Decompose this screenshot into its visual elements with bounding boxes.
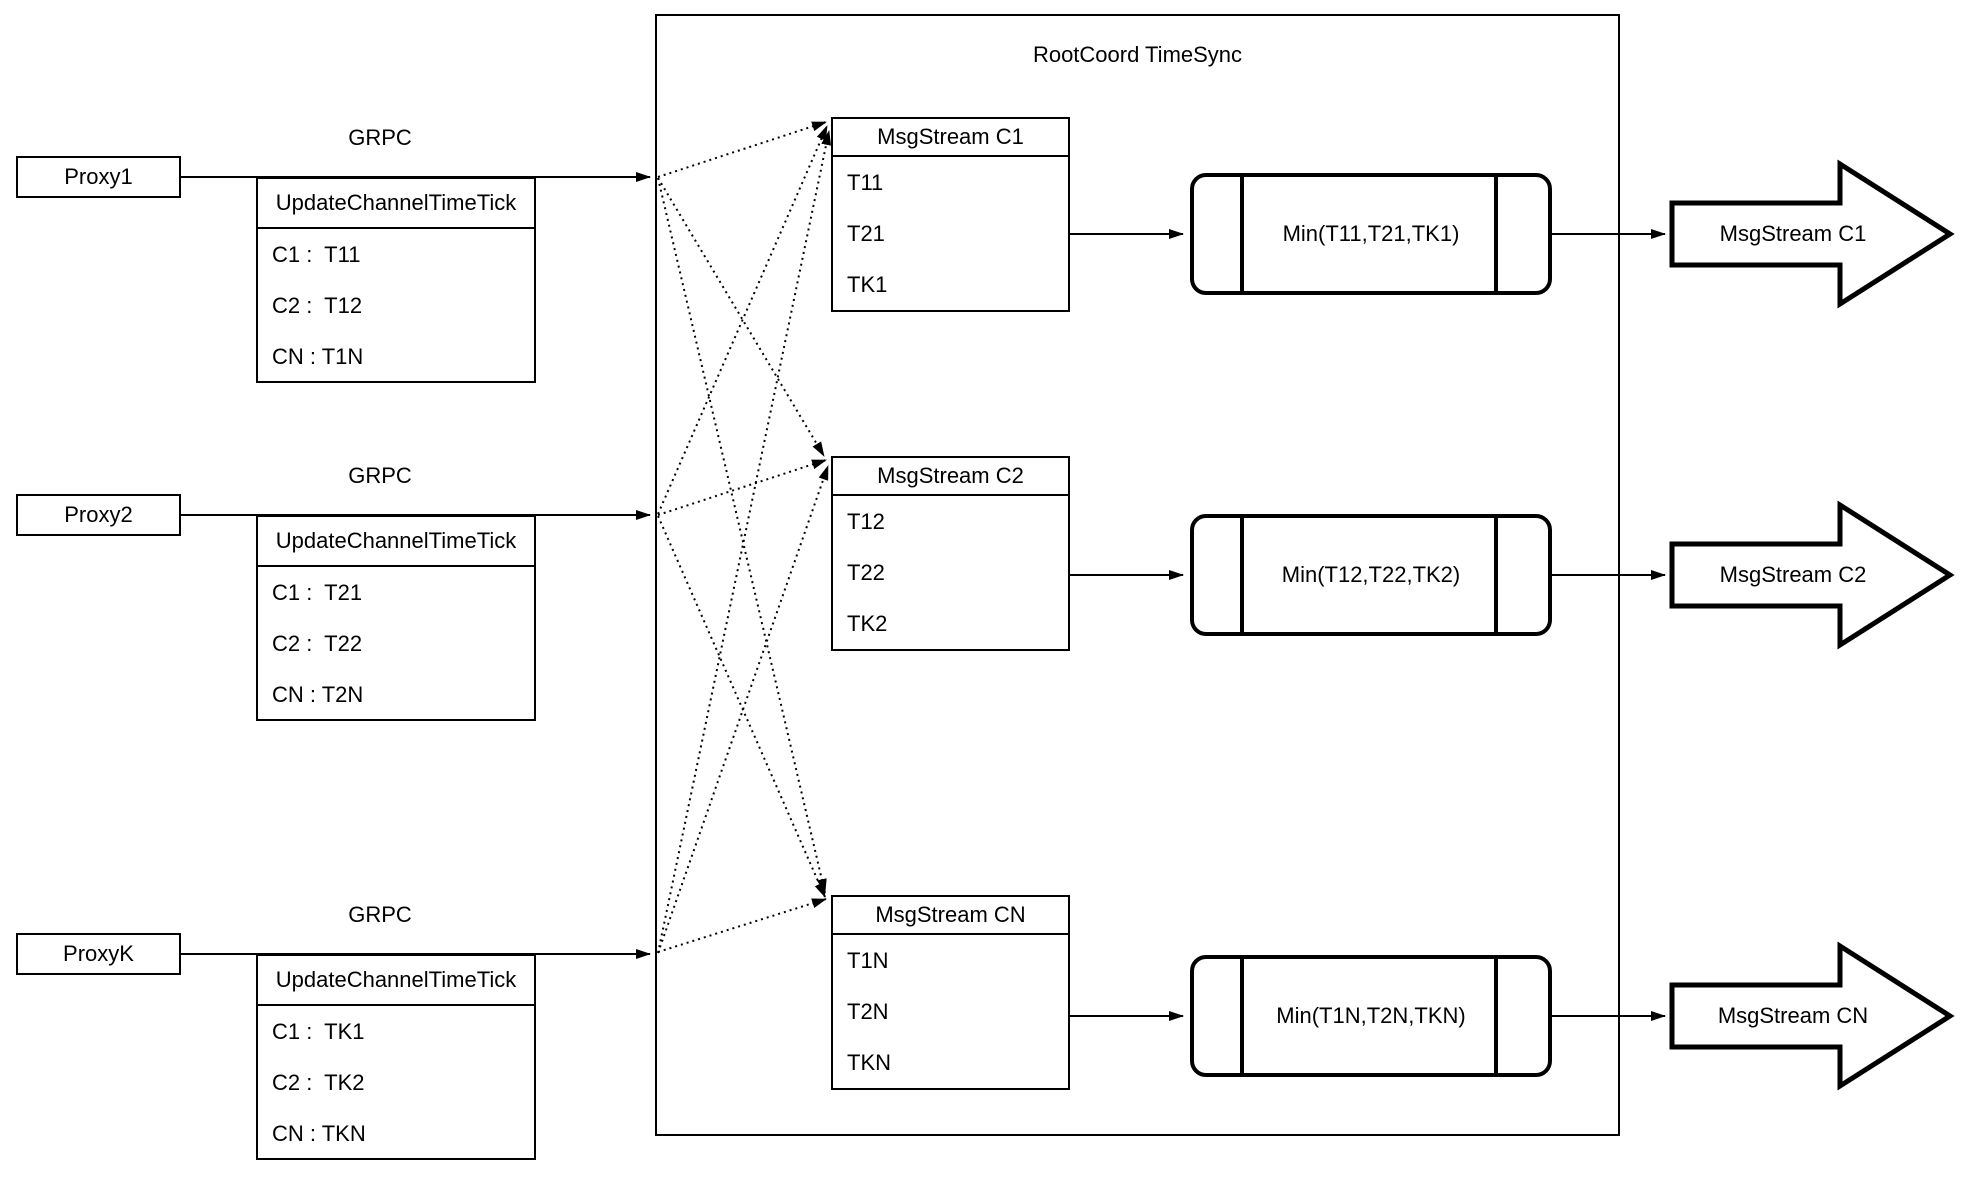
timetick-table-1-header: UpdateChannelTimeTick: [258, 179, 534, 229]
min-node-divider: [1494, 177, 1498, 291]
msgstream-c2-row: T12: [847, 508, 885, 534]
timetick-table-1: UpdateChannelTimeTick C1 : T11 C2 : T12 …: [256, 177, 536, 383]
msgstream-cn-row: TKN: [847, 1049, 891, 1075]
timetick-table-3-row: C1 : TK1: [272, 1018, 365, 1044]
timetick-table-1-row: C2 : T12: [272, 292, 363, 318]
timetick-table-3-row: CN : TKN: [272, 1121, 366, 1147]
msgstream-c1-row: T21: [847, 220, 885, 246]
timetick-table-3-row: C2 : TK2: [272, 1069, 365, 1095]
dotted-arrow-p2-c1: [657, 125, 828, 515]
msgstream-c2-row: T22: [847, 559, 885, 585]
dotted-arrow-pk-c2: [657, 465, 829, 954]
timetick-table-2: UpdateChannelTimeTick C1 : T21 C2 : T22 …: [256, 515, 536, 721]
min-node-divider: [1494, 959, 1498, 1073]
timetick-table-1-row: C1 : T11: [272, 241, 361, 267]
output-arrow-shape-cn: [1669, 941, 1955, 1091]
proxyk-box: ProxyK: [16, 933, 181, 975]
output-arrow-c2-label: MsgStream C2: [1719, 562, 1867, 587]
output-arrow-cn-label: MsgStream CN: [1717, 1003, 1869, 1028]
timetick-table-2-row: C1 : T21: [272, 579, 363, 605]
msgstream-cn-row: T2N: [847, 998, 889, 1024]
timetick-table-2-row: CN : T2N: [272, 682, 364, 708]
dotted-arrow-p1-cn: [657, 177, 827, 894]
msgstream-cn-table-header: MsgStream CN: [833, 897, 1068, 935]
min-node-c1-label: Min(T11,T21,TK1): [1282, 221, 1460, 246]
min-node-cn-label: Min(T1N,T2N,TKN): [1276, 1003, 1466, 1028]
min-node-divider: [1240, 959, 1244, 1073]
output-arrow-shape-c2: [1669, 500, 1955, 650]
min-node-c1: Min(T11,T21,TK1): [1190, 173, 1552, 295]
msgstream-cn-table: MsgStream CN T1N T2N TKN: [831, 895, 1070, 1090]
min-node-divider: [1240, 177, 1244, 291]
min-node-c2: Min(T12,T22,TK2): [1190, 514, 1552, 636]
proxy1-box: Proxy1: [16, 156, 181, 198]
msgstream-c2-row: TK2: [847, 610, 888, 636]
output-arrow-c1-label: MsgStream C1: [1719, 221, 1867, 246]
msgstream-c2-table-header: MsgStream C2: [833, 458, 1068, 496]
grpc-label-1: GRPC: [348, 125, 412, 150]
timetick-table-3: UpdateChannelTimeTick C1 : TK1 C2 : TK2 …: [256, 954, 536, 1160]
min-node-cn: Min(T1N,T2N,TKN): [1190, 955, 1552, 1077]
grpc-label-3: GRPC: [348, 902, 412, 927]
proxy2-label: Proxy2: [64, 502, 133, 527]
timetick-table-1-row: CN : T1N: [272, 344, 364, 370]
dotted-arrow-pk-c1: [657, 130, 832, 954]
msgstream-c1-table-header: MsgStream C1: [833, 119, 1068, 157]
msgstream-c1-row: TK1: [847, 271, 888, 297]
timetick-table-2-row: C2 : T22: [272, 630, 363, 656]
proxy1-label: Proxy1: [64, 164, 133, 189]
rootcoord-timesync-box: RootCoord TimeSync: [655, 14, 1620, 1136]
msgstream-c1-table: MsgStream C1 T11 T21 TK1: [831, 117, 1070, 312]
msgstream-c2-table: MsgStream C2 T12 T22 TK2: [831, 456, 1070, 651]
msgstream-c1-row: T11: [847, 169, 884, 195]
timetick-table-3-header: UpdateChannelTimeTick: [258, 956, 534, 1006]
min-node-divider: [1240, 518, 1244, 632]
min-node-divider: [1494, 518, 1498, 632]
rootcoord-title: RootCoord TimeSync: [1032, 42, 1243, 67]
output-arrow-shape-c1: [1669, 159, 1955, 309]
msgstream-cn-row: T1N: [847, 947, 889, 973]
proxyk-label: ProxyK: [63, 941, 134, 966]
grpc-label-2: GRPC: [348, 463, 412, 488]
proxy2-box: Proxy2: [16, 494, 181, 536]
min-node-c2-label: Min(T12,T22,TK2): [1281, 562, 1461, 587]
timetick-table-2-header: UpdateChannelTimeTick: [258, 517, 534, 567]
